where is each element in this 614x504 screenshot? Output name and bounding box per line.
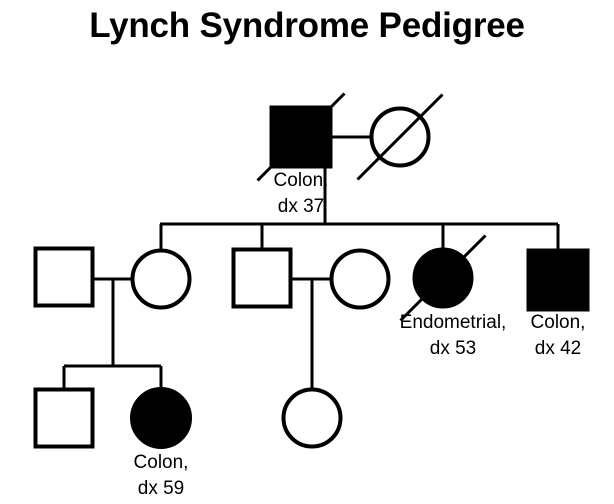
symbol-square-son-colon-dx42 [526, 248, 590, 312]
page-title: Lynch Syndrome Pedigree [89, 6, 525, 45]
label-daughter-endometrial-dx53: Endometrial, dx 53 [400, 312, 507, 359]
connector-lines [62, 135, 560, 390]
label-line: Colon, [531, 312, 586, 333]
deceased-slash-mother-unaffected-deceased [356, 93, 444, 181]
deceased-slash-daughter-endometrial-dx53 [399, 234, 487, 322]
label-son-colon-dx42: Colon, dx 42 [531, 312, 586, 359]
symbol-circle-spouse-female-middle [329, 248, 391, 310]
individual-symbols [33, 92, 590, 449]
symbol-square-grandson-unaffected-left [33, 387, 95, 449]
symbol-circle-granddaughter-colon-dx59 [130, 387, 192, 449]
label-line: Colon, [274, 170, 329, 191]
deceased-slash-proband-father-colon-dx37 [256, 92, 346, 182]
symbol-circle-daughter-unaffected-left [130, 248, 192, 310]
symbol-square-spouse-male-left [33, 246, 95, 308]
label-line: dx 37 [278, 196, 324, 217]
label-line: Endometrial, [400, 312, 507, 333]
symbol-circle-granddaughter-unaffected-middle [281, 387, 343, 449]
label-line: dx 42 [535, 338, 581, 359]
label-line: dx 53 [430, 338, 476, 359]
label-line: Colon, [134, 452, 189, 473]
label-proband-father-colon-dx37: Colon, dx 37 [274, 170, 329, 217]
label-granddaughter-colon-dx59: Colon, dx 59 [134, 452, 189, 499]
symbol-square-son-unaffected-middle [231, 247, 293, 309]
label-line: dx 59 [138, 478, 184, 499]
